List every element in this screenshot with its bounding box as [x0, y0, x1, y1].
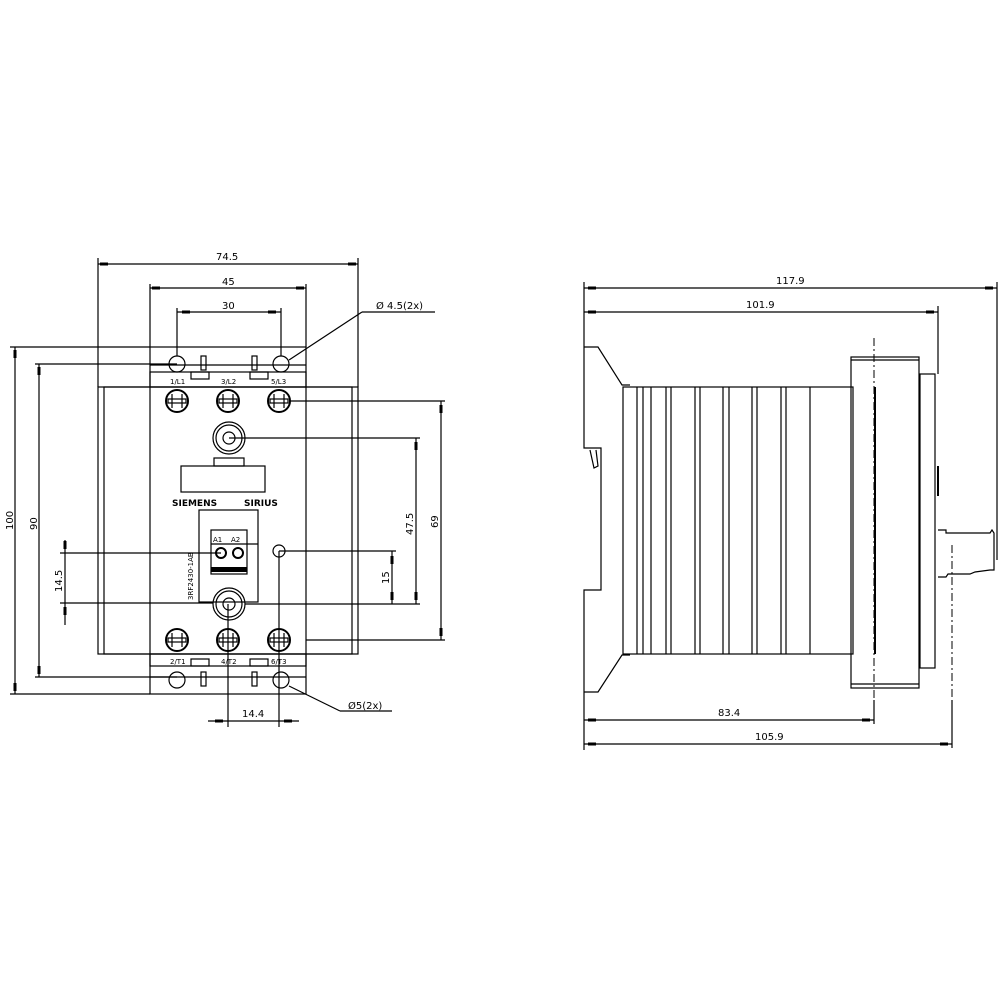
side-view: 117.9 101.9 83.4 105.9 [583, 276, 998, 750]
screw-terminal-icon [165, 628, 189, 652]
terminal-label: 1/L1 [170, 378, 185, 386]
control-connector [938, 528, 995, 578]
dim-depth-overall: 117.9 [776, 276, 805, 287]
dim-width-overall: 74.5 [216, 252, 238, 263]
dim-height-47-5: 47.5 [405, 513, 416, 535]
terminal-label: 2/T1 [170, 658, 186, 666]
dim-height-overall: 100 [5, 511, 16, 530]
control-terminal-label: A2 [231, 536, 240, 544]
cover-side [919, 373, 936, 669]
dim-width-14-4: 14.4 [242, 709, 264, 720]
front-view: 1/L1 3/L2 5/L3 SIEMENS SIRIUS A1 A2 3RF2 [5, 252, 445, 727]
screw-terminal-icon [165, 389, 189, 413]
center-screw-icon [212, 587, 246, 621]
product-line-label: SIRIUS [244, 499, 278, 509]
mount-hole [272, 671, 290, 689]
dim-depth-83-4: 83.4 [718, 708, 740, 719]
heatsink-fins [622, 386, 854, 655]
part-number-label: 3RF2430-1AB [187, 552, 195, 600]
hole-callout-bottom: Ø5(2x) [348, 700, 382, 712]
dim-height-69: 69 [430, 515, 441, 528]
din-clip [583, 347, 602, 694]
terminal-label: 4/T2 [221, 658, 237, 666]
mount-plate-top [149, 346, 307, 388]
screw-terminal-icon [216, 389, 240, 413]
dim-hole-spacing: 30 [222, 301, 235, 312]
dim-height-15: 15 [381, 571, 392, 584]
dim-height-14-5: 14.5 [54, 570, 65, 592]
dim-width-body: 45 [222, 277, 235, 288]
mount-hole [168, 671, 186, 689]
control-screw-icon [232, 547, 244, 559]
mount-hole [272, 355, 290, 373]
dim-depth-105-9: 105.9 [755, 732, 784, 743]
screw-terminal-icon [267, 389, 291, 413]
terminal-label: 5/L3 [271, 378, 286, 386]
label-window [180, 465, 266, 493]
relay-body-side [850, 356, 920, 689]
dim-depth-body: 101.9 [746, 300, 775, 311]
hole-callout-top: Ø 4.5(2x) [376, 300, 423, 312]
terminal-label: 3/L2 [221, 378, 236, 386]
control-terminal-label: A1 [213, 536, 222, 544]
brand-label: SIEMENS [172, 499, 217, 509]
dim-height-holes: 90 [29, 517, 40, 530]
